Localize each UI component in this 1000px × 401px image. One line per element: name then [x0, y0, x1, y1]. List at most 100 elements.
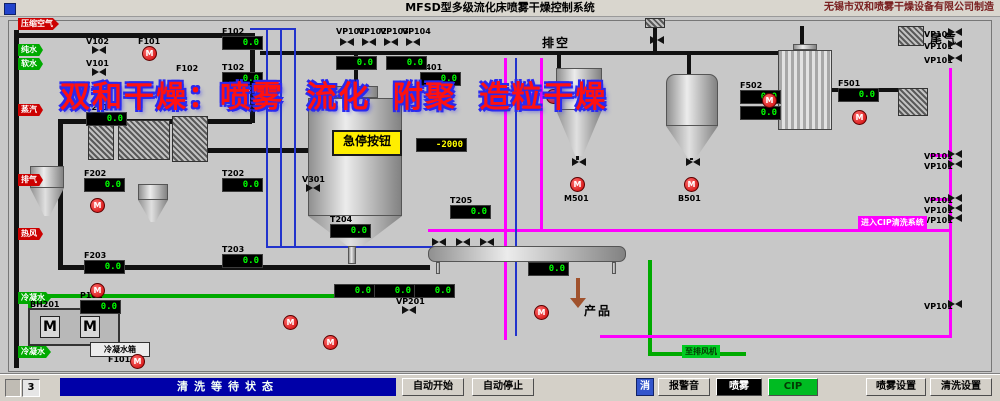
value-display: 0.0	[84, 178, 125, 192]
pipe-segment	[949, 68, 952, 338]
valve-icon[interactable]	[948, 150, 962, 159]
valve-icon[interactable]	[432, 238, 446, 247]
valve-icon[interactable]	[948, 204, 962, 213]
status-icon[interactable]	[5, 379, 21, 397]
equipment-tag: VP104	[402, 27, 431, 36]
valve-icon[interactable]	[306, 184, 320, 193]
pipe-segment	[14, 33, 254, 38]
pipe-segment	[266, 28, 268, 248]
valve-icon[interactable]	[686, 158, 700, 167]
value-display: -2000	[416, 138, 467, 152]
pump-icon[interactable]: M	[534, 305, 549, 320]
clean-settings-button[interactable]: 清洗设置	[930, 378, 992, 396]
valve-icon[interactable]	[92, 68, 106, 77]
value-display: 0.0	[222, 36, 263, 50]
pipe-segment	[28, 294, 428, 298]
pump-icon[interactable]: M	[852, 110, 867, 125]
alarm-counter: 3	[22, 379, 40, 397]
valve-icon[interactable]	[384, 38, 398, 47]
equipment-tag: VP101	[924, 302, 953, 311]
valve-icon[interactable]	[362, 38, 376, 47]
condenser-tower	[778, 50, 832, 130]
pipe-segment	[294, 28, 296, 248]
valve-icon[interactable]	[650, 36, 664, 45]
status-banner: 清洗等待状态	[60, 378, 396, 396]
valve-icon[interactable]	[948, 54, 962, 63]
vent-label: 排空	[542, 36, 571, 50]
valve-icon[interactable]	[948, 160, 962, 169]
mute-button[interactable]: 消	[636, 378, 654, 396]
source-tag: 热风	[18, 228, 43, 240]
pump-icon[interactable]: M	[546, 89, 561, 104]
pump-icon[interactable]: M	[90, 198, 105, 213]
manufacturer-label: 无锡市双和喷雾干燥设备有限公司制造	[824, 2, 994, 13]
valve-icon[interactable]	[572, 158, 586, 167]
pump-icon[interactable]: M	[90, 283, 105, 298]
alarm-sound-button[interactable]: 报警音	[658, 378, 710, 396]
pump-icon[interactable]: M	[323, 335, 338, 350]
equipment-tag: V101	[86, 59, 109, 68]
pipe-segment	[687, 51, 691, 77]
pump-icon[interactable]: M	[762, 93, 777, 108]
auto-stop-button[interactable]: 自动停止	[472, 378, 534, 396]
valve-icon[interactable]	[948, 40, 962, 49]
equipment-tag: VP101	[924, 42, 953, 51]
equipment-tag: B501	[678, 194, 701, 203]
pump-icon[interactable]: M	[684, 177, 699, 192]
valve-icon[interactable]	[92, 46, 106, 55]
source-tag: 软水	[18, 58, 43, 70]
pump-icon[interactable]: M	[130, 354, 145, 369]
cyclone-a-cone	[556, 110, 602, 156]
value-display: 0.0	[84, 260, 125, 274]
equipment-tag: V301	[302, 175, 325, 184]
tail-gas-label: 尾气	[930, 32, 959, 46]
valve-icon[interactable]	[948, 28, 962, 37]
spray-button[interactable]: 喷雾	[716, 378, 762, 396]
cyclone-a-body	[556, 68, 602, 110]
mixer-motor: M	[80, 316, 100, 338]
valve-icon[interactable]	[948, 300, 962, 309]
valve-icon[interactable]	[948, 214, 962, 223]
valve-icon[interactable]	[480, 238, 494, 247]
display-label: T201	[86, 103, 109, 112]
equipment-tag: VP101	[924, 152, 953, 161]
exhaust-fan-label: 至排风机	[682, 345, 720, 358]
pipe-segment	[930, 198, 950, 201]
hopper-b-body	[666, 74, 718, 126]
valve-icon[interactable]	[406, 38, 420, 47]
pump-icon[interactable]: M	[570, 177, 585, 192]
dryer-outlet	[348, 246, 356, 264]
display-label: T204	[330, 215, 353, 224]
spray-settings-button[interactable]: 喷雾设置	[866, 378, 926, 396]
valve-icon[interactable]	[402, 306, 416, 315]
inlet-filter-box	[88, 120, 114, 160]
equipment-tag: V102	[86, 37, 109, 46]
value-display: 0.0	[414, 284, 455, 298]
conveyor-leg	[436, 262, 440, 274]
display-label: T203	[222, 245, 245, 254]
value-display: 0.0	[86, 112, 127, 126]
value-display: 0.0	[528, 262, 569, 276]
pipe-segment	[354, 53, 358, 87]
auto-start-button[interactable]: 自动开始	[402, 378, 464, 396]
source-tag: 冷凝水	[18, 292, 51, 304]
pipe-segment	[250, 28, 296, 30]
pump-icon[interactable]: M	[142, 46, 157, 61]
conveyor-leg	[612, 262, 616, 274]
dryer-body	[308, 98, 402, 216]
mixer-motor: M	[40, 316, 60, 338]
value-display: 0.0	[222, 254, 263, 268]
product-pipe	[576, 278, 580, 300]
equipment-tag: VP101	[924, 30, 953, 39]
display-label: T205	[450, 196, 473, 205]
value-display: 0.0	[80, 300, 121, 314]
pipe-segment	[266, 246, 516, 248]
valve-icon[interactable]	[456, 238, 470, 247]
source-tag: 压缩空气	[18, 18, 59, 30]
valve-icon[interactable]	[340, 38, 354, 47]
pump-icon[interactable]: M	[283, 315, 298, 330]
cip-button[interactable]: CIP	[768, 378, 818, 396]
valve-icon[interactable]	[948, 194, 962, 203]
emergency-stop-button[interactable]: 急停按钮	[332, 130, 402, 156]
